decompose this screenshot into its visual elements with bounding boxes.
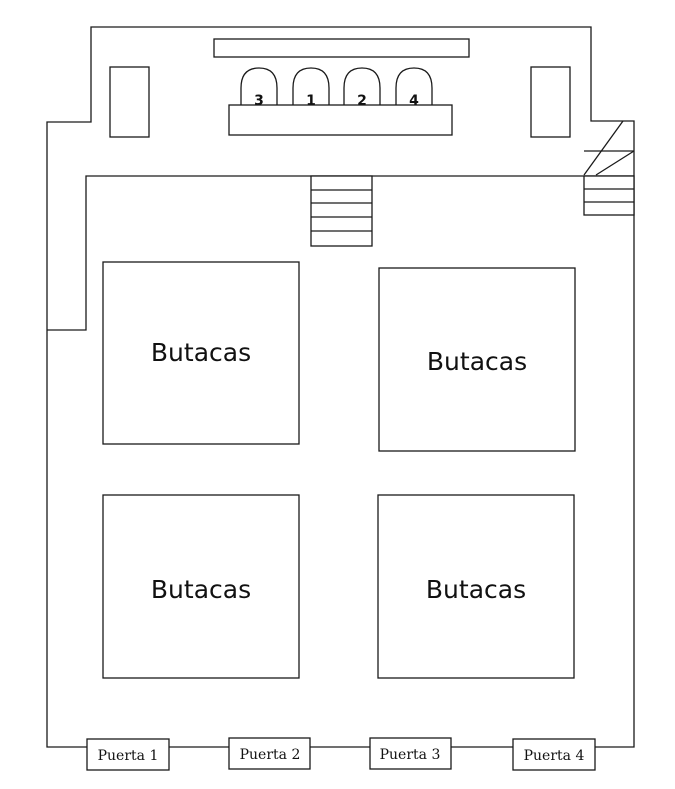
door-1-label: Puerta 1: [98, 748, 159, 764]
stage-seat-number: 2: [357, 93, 367, 109]
left-column: [109, 66, 150, 138]
door-2-label: Puerta 2: [240, 747, 301, 763]
seating-block: Butacas: [102, 261, 300, 445]
center-stairs-frame: [310, 175, 373, 247]
door-2-frame: [228, 737, 311, 770]
seating-block: Butacas: [378, 267, 576, 452]
door-1: Puerta 1: [86, 738, 170, 771]
door-3: Puerta 3: [369, 737, 452, 770]
right-column: [530, 66, 571, 138]
stage-seat-number: 4: [409, 93, 419, 109]
outer-wall: [46, 26, 635, 748]
door-4-frame: [512, 738, 596, 771]
seating-block-frame: [102, 494, 300, 679]
seating-block: Butacas: [377, 494, 575, 679]
stage-seat-arch: [343, 67, 381, 107]
right-stairs-frame: [583, 175, 635, 216]
door-1-frame: [86, 738, 170, 771]
right-stairs-diagonal: [583, 120, 624, 176]
stage-seat-arch: [395, 67, 433, 107]
seating-block-frame: [377, 494, 575, 679]
top-bar: [213, 38, 470, 58]
seating-block-label: Butacas: [151, 575, 251, 604]
stage-seat-arch: [240, 67, 278, 107]
door-2: Puerta 2: [228, 737, 311, 770]
center-stairs: [310, 175, 373, 247]
seating-block-label: Butacas: [151, 338, 251, 367]
seating-block: Butacas: [102, 494, 300, 679]
right-stairs: [583, 120, 635, 216]
stage-seat-number: 1: [306, 93, 316, 109]
stage-table: [228, 104, 453, 136]
seating-block-label: Butacas: [426, 575, 526, 604]
right-stairs-diagonal: [595, 150, 635, 176]
stage-seats: 3 1 2 4: [240, 67, 433, 109]
stage-seat-number: 3: [254, 93, 264, 109]
seating-block-frame: [102, 261, 300, 445]
door-4-label: Puerta 4: [524, 748, 585, 764]
door-3-frame: [369, 737, 452, 770]
stage-seat-arch: [292, 67, 330, 107]
seating-block-frame: [378, 267, 576, 452]
door-3-label: Puerta 3: [380, 747, 441, 763]
door-4: Puerta 4: [512, 738, 596, 771]
seating-block-label: Butacas: [427, 347, 527, 376]
